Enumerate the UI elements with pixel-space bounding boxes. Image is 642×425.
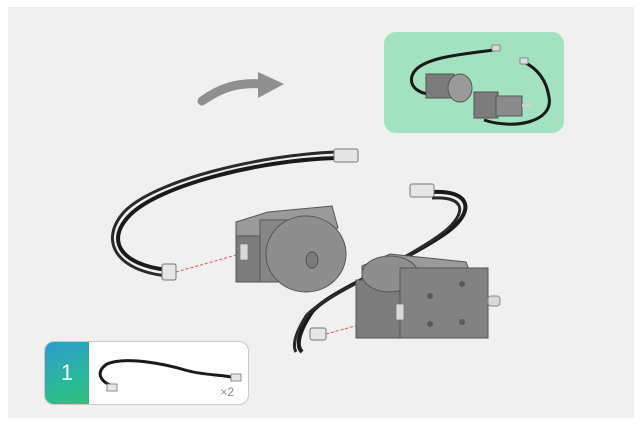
curved-arrow-icon — [197, 72, 284, 106]
assembled-preview-drawing — [410, 44, 551, 126]
step-number-badge: 1 — [45, 342, 89, 404]
parts-needed-panel: 1 ×2 — [44, 341, 249, 405]
motor-unit-left — [235, 205, 347, 293]
geared-motor-icon — [355, 253, 501, 339]
motor-cable-icon — [111, 148, 359, 281]
cable-icon — [98, 359, 242, 392]
quantity-label: ×2 — [220, 385, 234, 399]
assembled-preview-panel — [384, 32, 564, 133]
